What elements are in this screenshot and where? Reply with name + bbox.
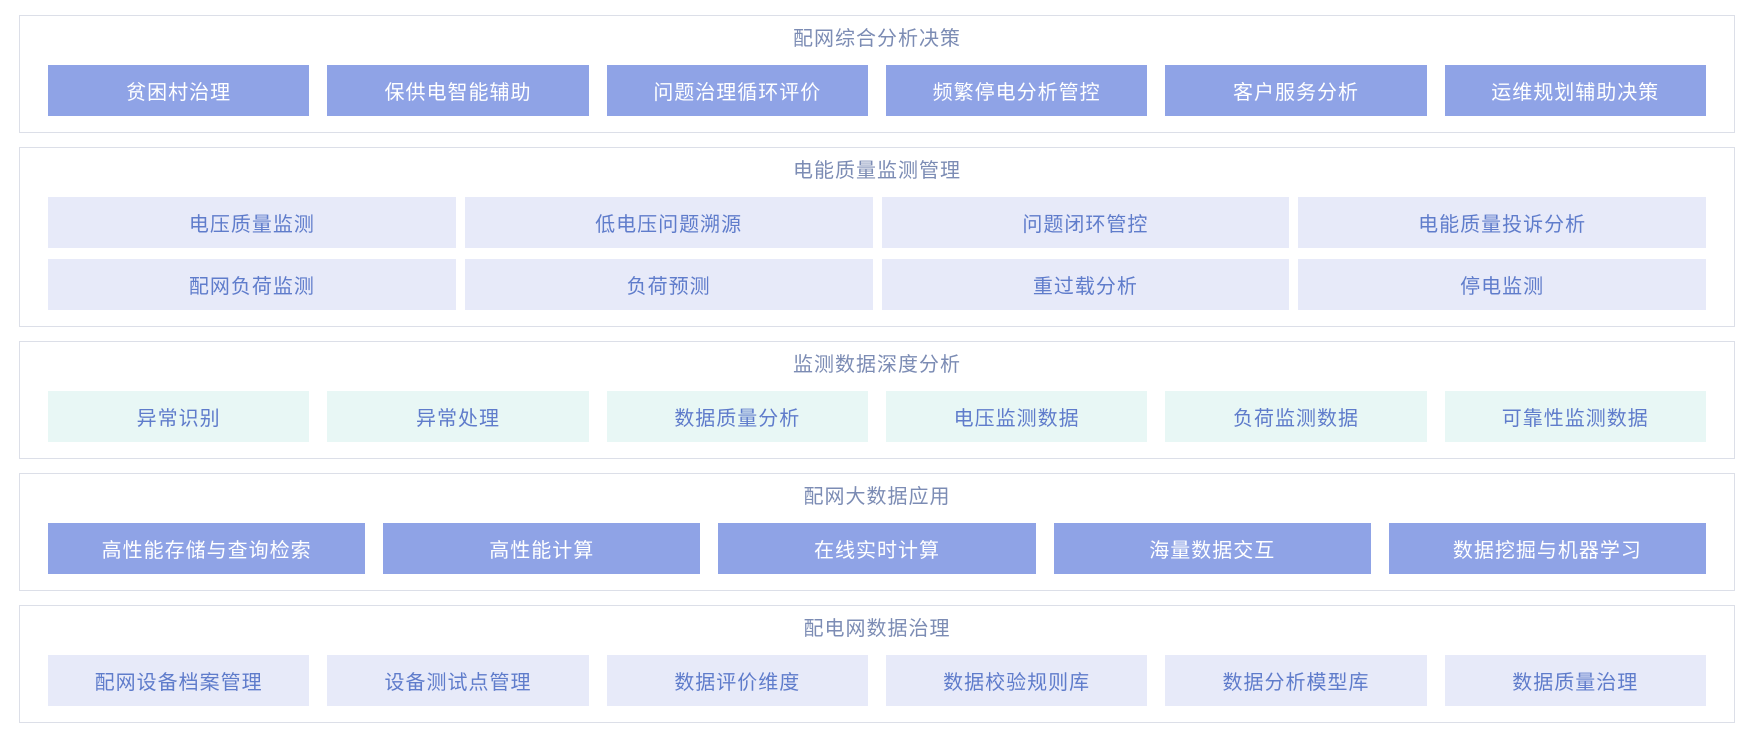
section-title: 配电网数据治理 — [803, 618, 951, 640]
module-tile[interactable]: 配网负荷监测 — [48, 259, 456, 310]
module-tile[interactable]: 可靠性监测数据 — [1444, 391, 1706, 442]
module-tile[interactable]: 数据评价维度 — [606, 655, 868, 706]
module-tile[interactable]: 数据分析模型库 — [1165, 655, 1427, 706]
tile-rows: 异常识别异常处理数据质量分析电压监测数据负荷监测数据可靠性监测数据 — [48, 391, 1706, 442]
module-tile[interactable]: 数据质量治理 — [1444, 655, 1706, 706]
module-tile[interactable]: 配网设备档案管理 — [48, 655, 310, 706]
module-tile[interactable]: 重过载分析 — [881, 259, 1290, 310]
module-tile[interactable]: 海量数据交互 — [1053, 523, 1371, 574]
section-monitoring-data-deep-analysis: 监测数据深度分析 异常识别异常处理数据质量分析电压监测数据负荷监测数据可靠性监测… — [19, 341, 1735, 459]
tile-row: 高性能存储与查询检索高性能计算在线实时计算海量数据交互数据挖掘与机器学习 — [48, 523, 1707, 574]
tile-row: 电压质量监测低电压问题溯源问题闭环管控电能质量投诉分析 — [48, 197, 1706, 248]
section-power-quality-monitoring: 电能质量监测管理 电压质量监测低电压问题溯源问题闭环管控电能质量投诉分析配网负荷… — [19, 147, 1735, 327]
section-title: 监测数据深度分析 — [793, 354, 961, 376]
tile-rows: 贫困村治理保供电智能辅助问题治理循环评价频繁停电分析管控客户服务分析运维规划辅助… — [48, 65, 1706, 116]
tile-row: 异常识别异常处理数据质量分析电压监测数据负荷监测数据可靠性监测数据 — [48, 391, 1706, 442]
tile-row: 配网设备档案管理设备测试点管理数据评价维度数据校验规则库数据分析模型库数据质量治… — [48, 655, 1706, 706]
tile-rows: 电压质量监测低电压问题溯源问题闭环管控电能质量投诉分析配网负荷监测负荷预测重过载… — [48, 197, 1706, 310]
section-title: 配网综合分析决策 — [793, 28, 961, 50]
module-tile[interactable]: 设备测试点管理 — [327, 655, 589, 706]
module-tile[interactable]: 低电压问题溯源 — [464, 197, 873, 248]
section-comprehensive-analysis-decision: 配网综合分析决策 贫困村治理保供电智能辅助问题治理循环评价频繁停电分析管控客户服… — [19, 15, 1735, 133]
module-tile[interactable]: 异常识别 — [48, 391, 310, 442]
module-tile[interactable]: 高性能计算 — [383, 523, 701, 574]
module-tile[interactable]: 保供电智能辅助 — [327, 65, 589, 116]
module-tile[interactable]: 问题闭环管控 — [881, 197, 1290, 248]
module-tile[interactable]: 在线实时计算 — [718, 523, 1036, 574]
module-tile[interactable]: 数据质量分析 — [606, 391, 868, 442]
module-tile[interactable]: 频繁停电分析管控 — [885, 65, 1148, 116]
module-tile[interactable]: 异常处理 — [327, 391, 589, 442]
tile-row: 配网负荷监测负荷预测重过载分析停电监测 — [48, 259, 1706, 310]
section-title: 配网大数据应用 — [803, 486, 951, 508]
module-tile[interactable]: 数据挖掘与机器学习 — [1388, 523, 1707, 574]
module-tile[interactable]: 运维规划辅助决策 — [1444, 65, 1706, 116]
tile-row: 贫困村治理保供电智能辅助问题治理循环评价频繁停电分析管控客户服务分析运维规划辅助… — [48, 65, 1706, 116]
tile-rows: 高性能存储与查询检索高性能计算在线实时计算海量数据交互数据挖掘与机器学习 — [48, 523, 1707, 574]
module-tile[interactable]: 负荷监测数据 — [1165, 391, 1427, 442]
module-tile[interactable]: 客户服务分析 — [1165, 65, 1427, 116]
section-distribution-big-data-application: 配网大数据应用 高性能存储与查询检索高性能计算在线实时计算海量数据交互数据挖掘与… — [19, 473, 1735, 591]
tile-rows: 配网设备档案管理设备测试点管理数据评价维度数据校验规则库数据分析模型库数据质量治… — [48, 655, 1706, 706]
section-title: 电能质量监测管理 — [793, 160, 961, 182]
module-tile[interactable]: 电压质量监测 — [48, 197, 456, 248]
module-tile[interactable]: 数据校验规则库 — [885, 655, 1148, 706]
module-tile[interactable]: 问题治理循环评价 — [606, 65, 868, 116]
section-distribution-data-governance: 配电网数据治理 配网设备档案管理设备测试点管理数据评价维度数据校验规则库数据分析… — [19, 605, 1735, 723]
module-tile[interactable]: 贫困村治理 — [48, 65, 310, 116]
module-tile[interactable]: 电能质量投诉分析 — [1298, 197, 1706, 248]
module-tile[interactable]: 高性能存储与查询检索 — [48, 523, 366, 574]
module-tile[interactable]: 停电监测 — [1298, 259, 1706, 310]
module-tile[interactable]: 负荷预测 — [464, 259, 873, 310]
architecture-overview: 配网综合分析决策 贫困村治理保供电智能辅助问题治理循环评价频繁停电分析管控客户服… — [19, 15, 1735, 723]
module-tile[interactable]: 电压监测数据 — [885, 391, 1148, 442]
